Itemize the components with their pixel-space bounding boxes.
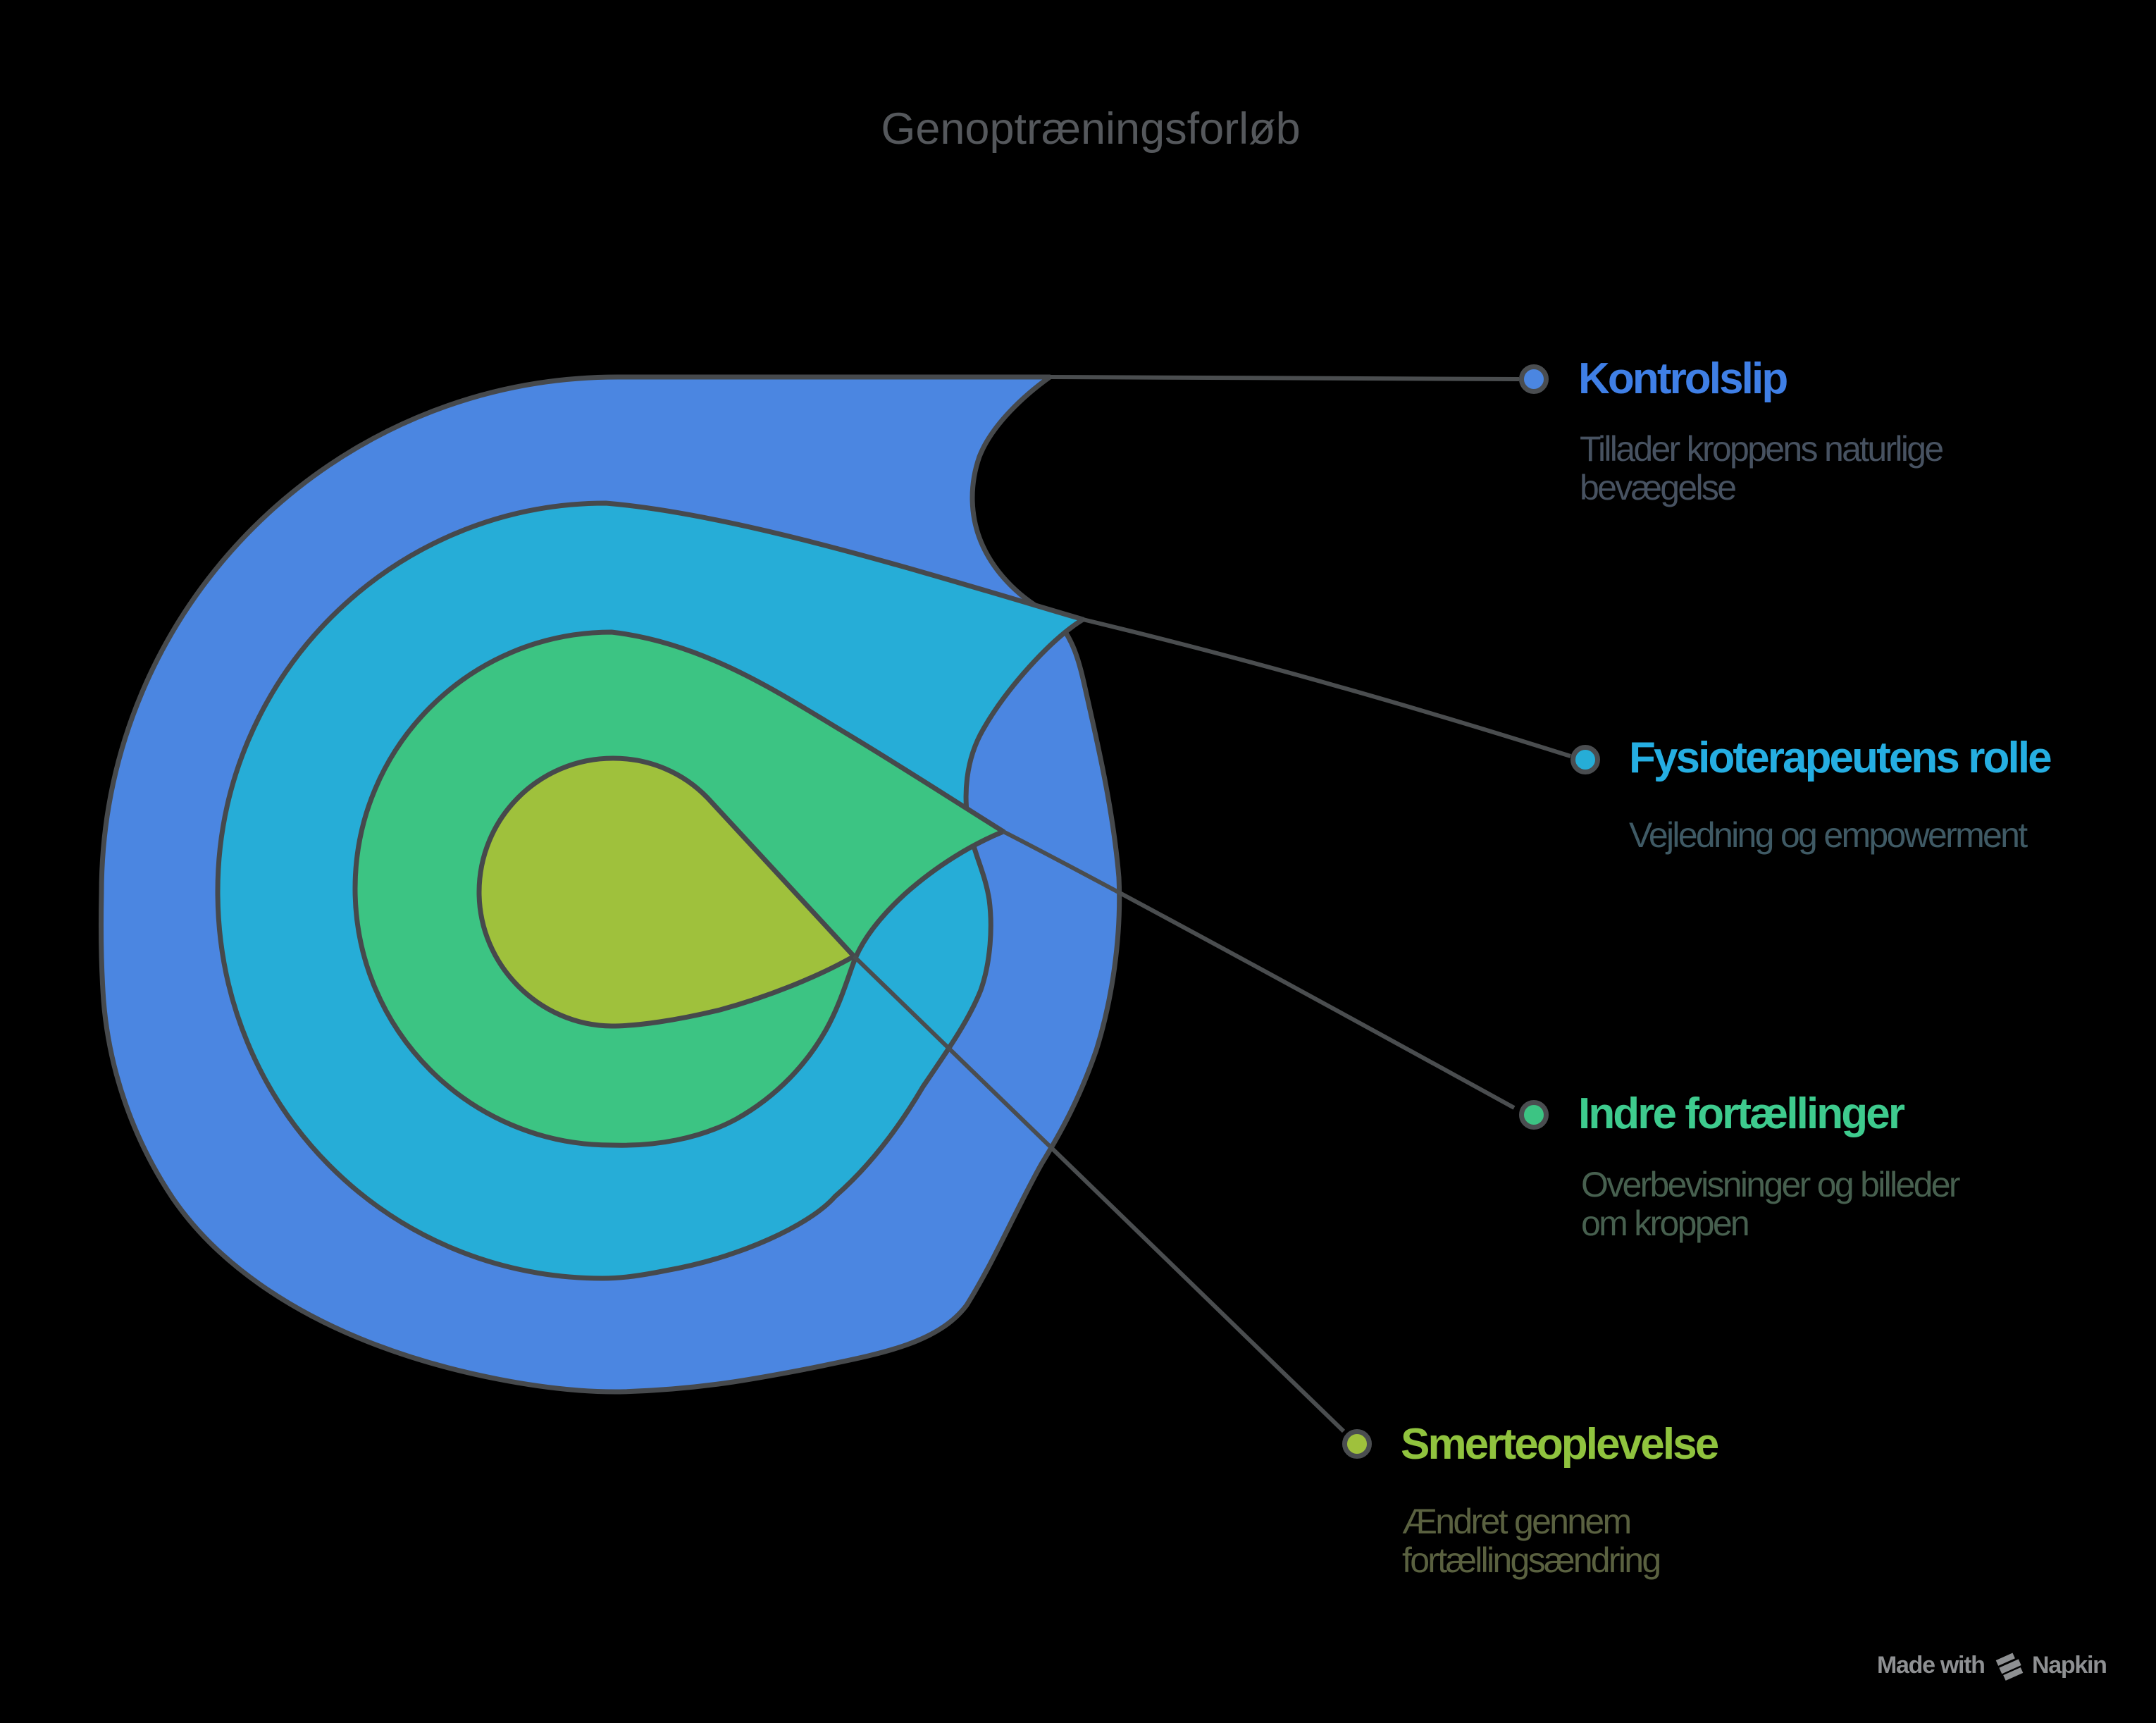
svg-text:Genoptræningsforløb: Genoptræningsforløb [881,104,1300,154]
svg-text:Fysioterapeutens rolle: Fysioterapeutens rolle [1629,734,2051,782]
svg-text:fortællingsændring: fortællingsændring [1402,1540,1660,1580]
svg-text:Made with: Made with [1877,1652,1985,1679]
svg-text:Kontrolslip: Kontrolslip [1578,354,1787,403]
svg-text:bevægelse: bevægelse [1580,468,1735,507]
svg-text:Indre fortællinger: Indre fortællinger [1578,1089,1905,1138]
svg-text:Overbevisninger og billeder: Overbevisninger og billeder [1581,1165,1960,1204]
svg-text:Vejledning og empowerment: Vejledning og empowerment [1629,815,2028,855]
svg-text:om kroppen: om kroppen [1581,1204,1748,1243]
svg-text:Tillader kroppens naturlige: Tillader kroppens naturlige [1580,429,1943,469]
svg-text:Ændret gennem: Ændret gennem [1402,1502,1630,1541]
svg-text:Smerteoplevelse: Smerteoplevelse [1401,1420,1718,1469]
svg-text:Napkin: Napkin [2032,1652,2107,1679]
